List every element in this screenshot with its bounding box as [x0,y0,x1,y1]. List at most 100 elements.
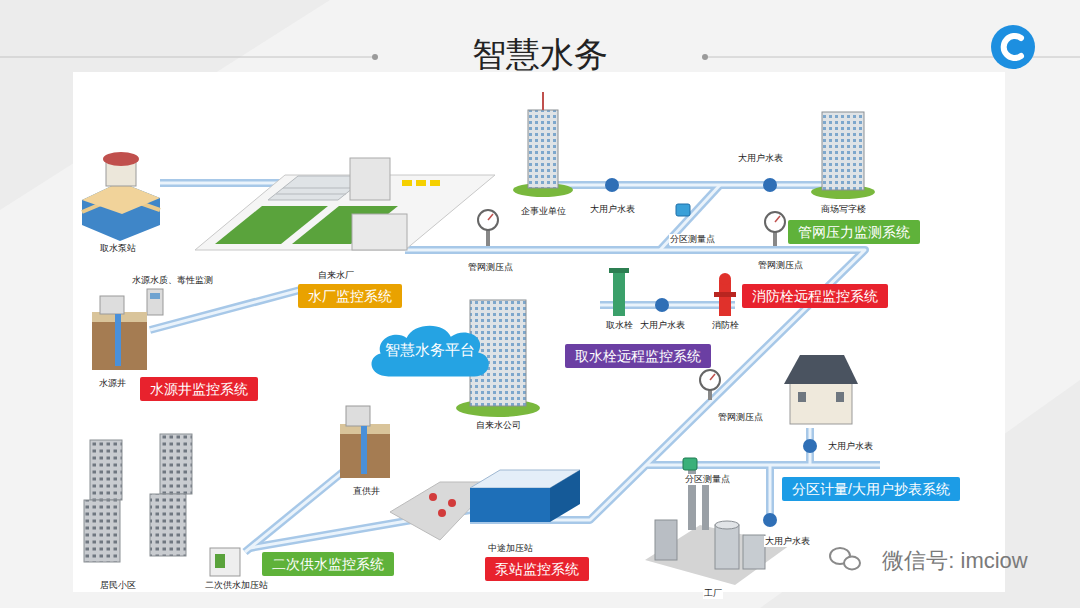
wechat-icon [830,548,860,570]
pipe-part [540,181,830,189]
part-caption: 分区测量点 [669,234,716,245]
water-plant-icon-part [195,175,495,250]
booster-icon-part [438,509,446,517]
system-label: 泵站监控系统 [485,557,589,581]
building-icon-part [822,112,864,190]
factory-icon-part [743,535,765,569]
building-icon-part [84,500,120,562]
part-caption: 商场写字楼 [820,204,867,215]
pressure-gauge-part [765,212,785,232]
pipe [150,183,880,552]
part-caption: 大用户水表 [764,536,811,547]
water-meter-part [763,513,777,527]
factory-icon-part [702,480,709,530]
watermark: 微信号: imciow [881,548,1028,574]
system-label: 分区计量/大用户抄表系统 [782,477,960,501]
flow-meter-part [676,204,690,216]
booster-icon-part [470,488,550,522]
pressure-gauge-part [775,216,780,222]
pipe-part [150,290,300,330]
pipe-core-part [245,462,355,552]
pump-station-icon-part [82,182,160,241]
system-name: 管网压力监测系统 [798,224,910,240]
system-label: 消防栓远程监控系统 [742,284,888,308]
system-name: 二次供水监控系统 [272,556,384,572]
building-icon-part [150,494,186,556]
part-caption: 分区测量点 [684,474,731,485]
title-rule-part [372,54,378,60]
water-plant-icon-part [276,188,353,194]
well-icon-part [361,426,367,474]
pipe-part [660,185,720,250]
water-plant-icon-part [416,180,426,186]
pipe-core-part [660,185,720,250]
pressure-gauge-part [710,374,715,380]
part-caption: 大用户水表 [589,204,636,215]
pipe-core [150,183,880,552]
water-meter-part [655,298,669,312]
well-icon-part [346,406,370,426]
pipe-core-part [540,184,830,187]
part-caption: 取水泵站 [99,243,137,254]
well-icon [92,296,390,478]
system-name: 分区计量/大用户抄表系统 [792,481,950,497]
part-caption: 工厂 [703,588,723,599]
factory-icon-part [655,520,677,560]
system-name: 泵站监控系统 [495,561,579,577]
part-caption: 水源水质、毒性监测 [131,275,214,286]
water-meter-part [763,178,777,192]
pipe-core-part [150,290,300,330]
system-label: 水源井监控系统 [140,377,258,401]
pump-station-icon-part [82,182,160,214]
title-rule-part [0,57,372,58]
page-title: 智慧水务 [472,34,608,74]
part-caption: 消防栓 [711,320,740,331]
building-icon-part [790,382,852,424]
part-caption: 中途加压站 [487,543,534,554]
building-icon-part [784,355,858,384]
background-part [73,72,1005,592]
hydrant-icon-part [719,273,731,285]
part-caption: 自来水厂 [317,270,355,281]
booster-icon-part [215,554,225,568]
pressure-gauge-part [478,210,498,230]
hydrant-icon-part [719,280,731,316]
building-icon-part [528,110,558,188]
part-caption: 直供井 [352,486,381,497]
system-name: 智慧水务平台 [385,341,475,359]
part-caption: 大用户水表 [827,441,874,452]
cloud-outline [372,326,489,377]
pump-station-icon-part [103,152,139,166]
pressure-gauge-part [488,214,493,220]
water-plant-icon-part [430,180,440,186]
part-caption: 企事业单位 [520,206,567,217]
building-icon-part [836,392,844,402]
water-plant-icon-part [350,158,390,200]
building-icon-part [542,92,544,110]
pipe-part [646,461,880,469]
booster-icon-part [210,548,240,576]
hydrant-icon-part [613,270,625,316]
wechat-icon-part [844,557,860,570]
part-caption: 管网测压点 [467,262,514,273]
part-caption: 居民小区 [99,580,137,591]
pipe-core-part [646,464,880,467]
logo [991,25,1035,69]
part-caption: 取水栓 [605,320,634,331]
water-plant-icon-part [352,214,407,250]
well-icon-part [100,296,124,314]
well-icon-part [115,314,121,366]
water-plant-icon [195,158,495,250]
pressure-gauge-part [700,370,720,390]
logo-part [991,25,1035,69]
water-meter-part [803,439,817,453]
monitor-cabinet-icon [147,289,163,315]
factory-icon [645,470,790,585]
part-caption: 大用户水表 [639,320,686,331]
building-icon-part [90,440,122,500]
building-icon-part [160,434,192,494]
pressure-gauge [478,210,785,400]
booster-icon-part [429,493,437,501]
